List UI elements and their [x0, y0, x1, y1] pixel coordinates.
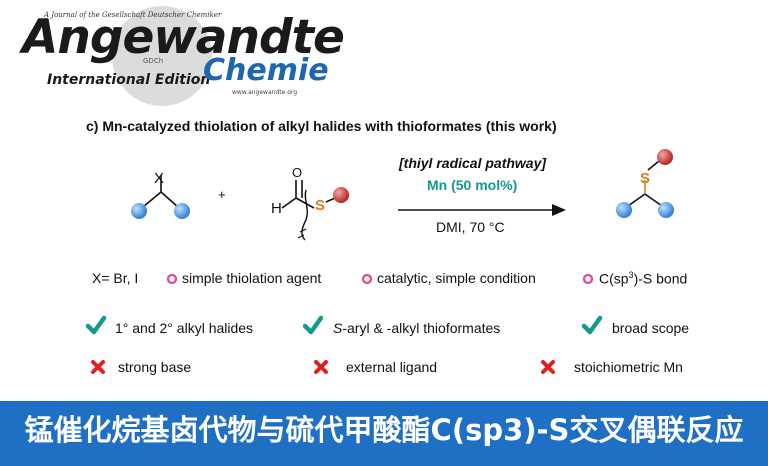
- check-icon: [582, 315, 602, 335]
- atom-h: H: [271, 200, 282, 217]
- footer-title: 锰催化烷基卤代物与硫代甲酸酯C(sp3)-S交叉偶联反应: [24, 413, 744, 447]
- red-sphere: [333, 187, 349, 203]
- atom-x: X: [154, 170, 165, 187]
- alkyl-halide-structure: [131, 175, 190, 219]
- reaction-scheme: [131, 149, 674, 241]
- cross-icon: [314, 360, 328, 374]
- logo-journal-line: A Journal of the Gesellschaft Deutscher …: [44, 11, 222, 19]
- feature-thiolation-agent: simple thiolation agent: [182, 270, 322, 286]
- check-icon: [303, 315, 323, 335]
- pathway-label: [thiyl radical pathway]: [399, 155, 547, 171]
- product-structure: [616, 149, 674, 218]
- feature-bond: C(sp3)-S bond: [599, 270, 688, 287]
- avoid-external-ligand: external ligand: [346, 359, 438, 375]
- logo-subtitle: Chemie: [203, 53, 329, 88]
- atom-o: O: [292, 165, 303, 180]
- avoid-stoichiometric-mn: stoichiometric Mn: [574, 359, 683, 375]
- atom-s: S: [315, 197, 326, 214]
- advantage-scope: broad scope: [612, 320, 690, 336]
- blue-sphere: [131, 203, 147, 219]
- blue-sphere: [174, 203, 190, 219]
- check-icon: [86, 315, 106, 335]
- ring-bullet-icon: [361, 273, 373, 285]
- avoid-strong-base: strong base: [118, 359, 192, 375]
- ring-bullet-icon: [582, 273, 594, 285]
- feature-catalytic: catalytic, simple condition: [377, 270, 536, 286]
- advantage-thioformates: S-aryl & -alkyl thioformates: [333, 320, 501, 336]
- logo-circle: [112, 6, 212, 106]
- ring-bullet-icon: [166, 273, 178, 285]
- cross-icon: [91, 360, 105, 374]
- footer-banner: [0, 401, 768, 466]
- catalyst-label: Mn (50 mol%): [427, 177, 518, 193]
- cross-icon: [541, 360, 555, 374]
- logo-title: Angewandte: [22, 10, 345, 65]
- advantage-alkyl-halides: 1° and 2° alkyl halides: [115, 320, 254, 336]
- logo-gdch: GDCh: [143, 57, 164, 65]
- product-atom-s: S: [640, 170, 651, 187]
- halide-definition: X= Br, I: [92, 270, 139, 286]
- red-sphere: [657, 149, 673, 165]
- blue-sphere: [616, 202, 632, 218]
- thioformate-structure: [281, 180, 349, 241]
- blue-sphere: [658, 202, 674, 218]
- logo-url: www.angewandte.org: [232, 89, 298, 96]
- plus-sign: +: [218, 187, 226, 202]
- reaction-arrow: [398, 204, 566, 216]
- logo-edition: International Edition: [47, 72, 211, 88]
- scheme-heading: c) Mn-catalyzed thiolation of alkyl hali…: [86, 118, 557, 134]
- conditions-label: DMI, 70 °C: [436, 219, 505, 235]
